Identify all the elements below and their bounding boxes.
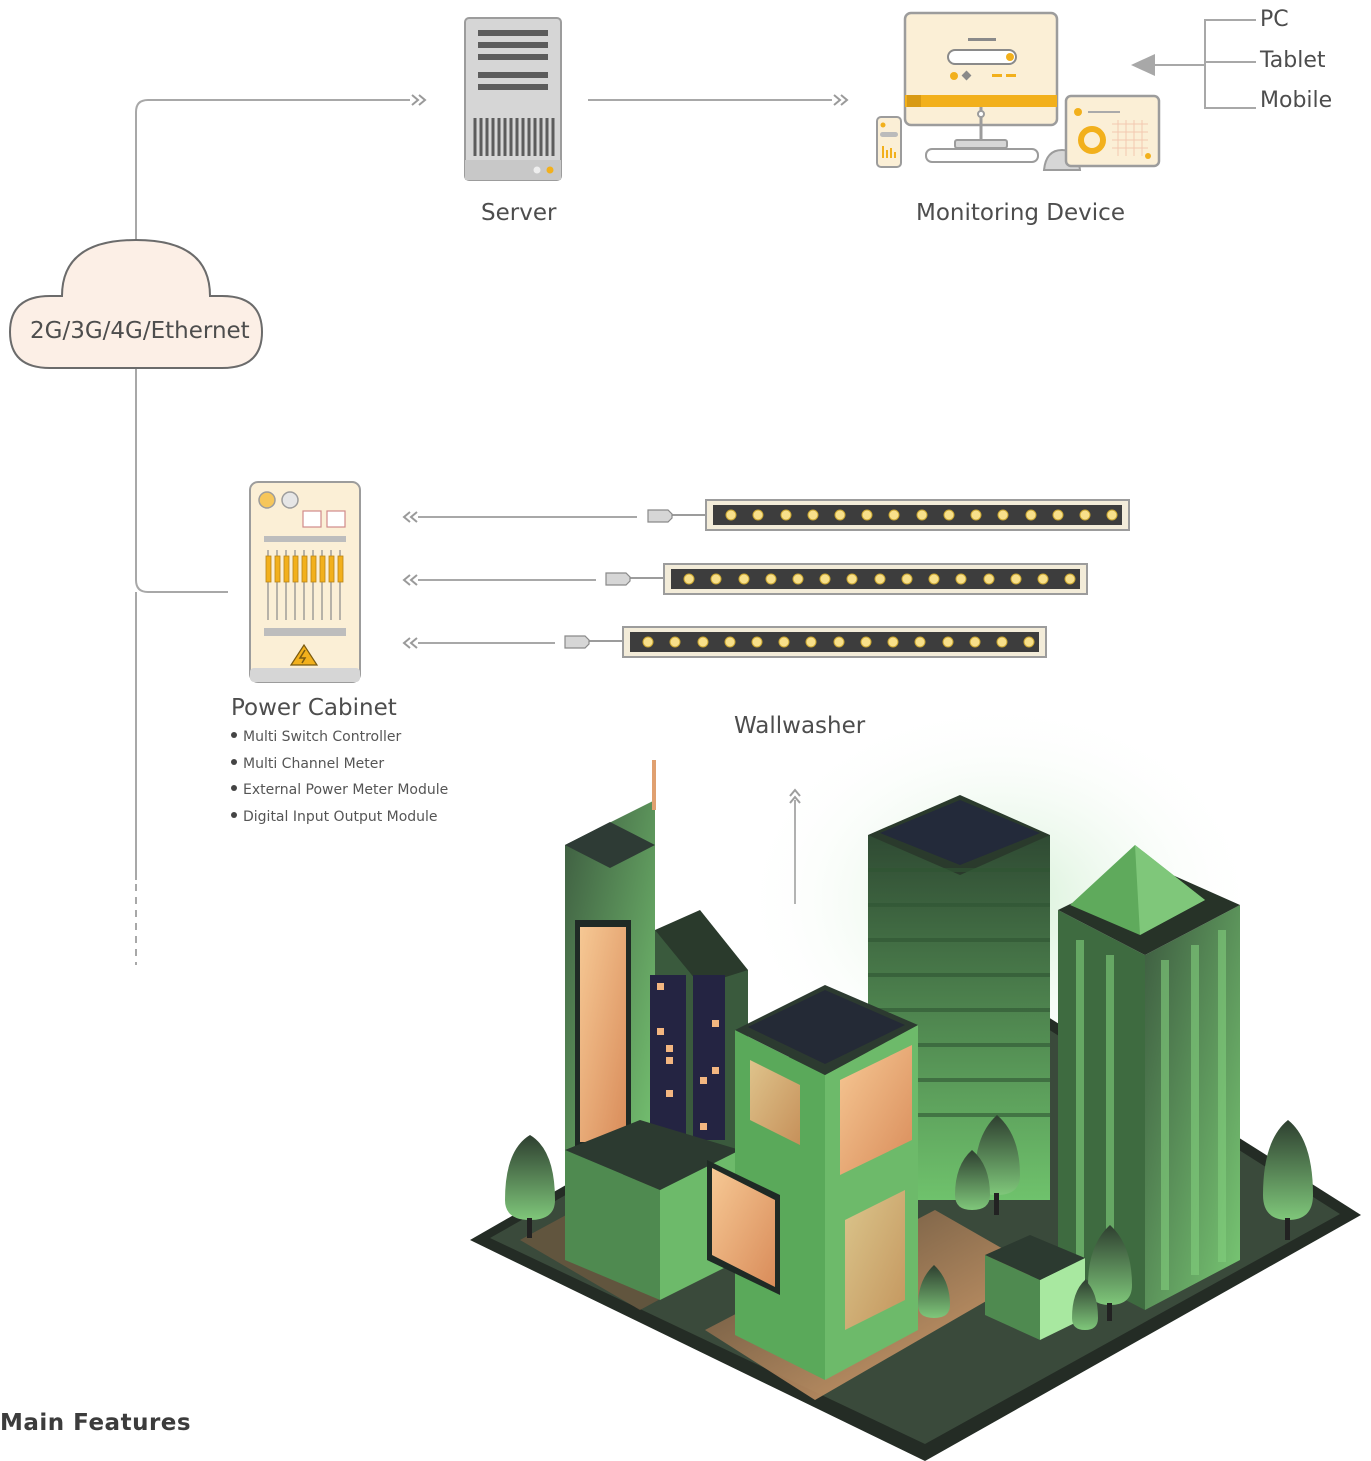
wallwasher-bar-3 bbox=[564, 626, 1047, 658]
city-illustration bbox=[470, 700, 1361, 1461]
power-cabinet-icon bbox=[249, 481, 361, 683]
network-cloud bbox=[8, 238, 264, 369]
device-pc-label: PC bbox=[1260, 7, 1289, 32]
wallwasher-label: Wallwasher bbox=[734, 713, 866, 739]
wallwasher-icon bbox=[564, 499, 1130, 658]
feature-item: Multi Switch Controller bbox=[231, 729, 401, 745]
bullet-icon bbox=[231, 732, 237, 738]
building-front bbox=[707, 985, 918, 1380]
wallwasher-bar-2 bbox=[605, 563, 1088, 595]
feature-item: Multi Channel Meter bbox=[231, 756, 384, 772]
building-right bbox=[1058, 845, 1240, 1310]
bullet-icon bbox=[231, 759, 237, 765]
server-icon bbox=[464, 17, 562, 181]
network-label: 2G/3G/4G/Ethernet bbox=[30, 318, 250, 344]
tree-icons bbox=[505, 1115, 1313, 1330]
feature-item: Digital Input Output Module bbox=[231, 809, 438, 825]
feature-item: External Power Meter Module bbox=[231, 782, 448, 798]
wallwasher-bar-1 bbox=[647, 499, 1130, 531]
monitoring-device-icon bbox=[876, 11, 1161, 171]
arrow-heads bbox=[402, 94, 849, 804]
connection-lines bbox=[135, 99, 832, 965]
monitoring-device-label: Monitoring Device bbox=[916, 200, 1125, 226]
power-cabinet-label: Power Cabinet bbox=[231, 695, 397, 721]
server-label: Server bbox=[481, 200, 557, 226]
device-mobile-label: Mobile bbox=[1260, 88, 1333, 113]
bullet-icon bbox=[231, 785, 237, 791]
arrow-left-icon bbox=[1131, 54, 1155, 76]
main-features-heading: Main Features bbox=[0, 1410, 192, 1436]
building-left bbox=[565, 760, 748, 1200]
device-bracket bbox=[1150, 19, 1256, 109]
device-tablet-label: Tablet bbox=[1260, 48, 1326, 73]
bullet-icon bbox=[231, 812, 237, 818]
